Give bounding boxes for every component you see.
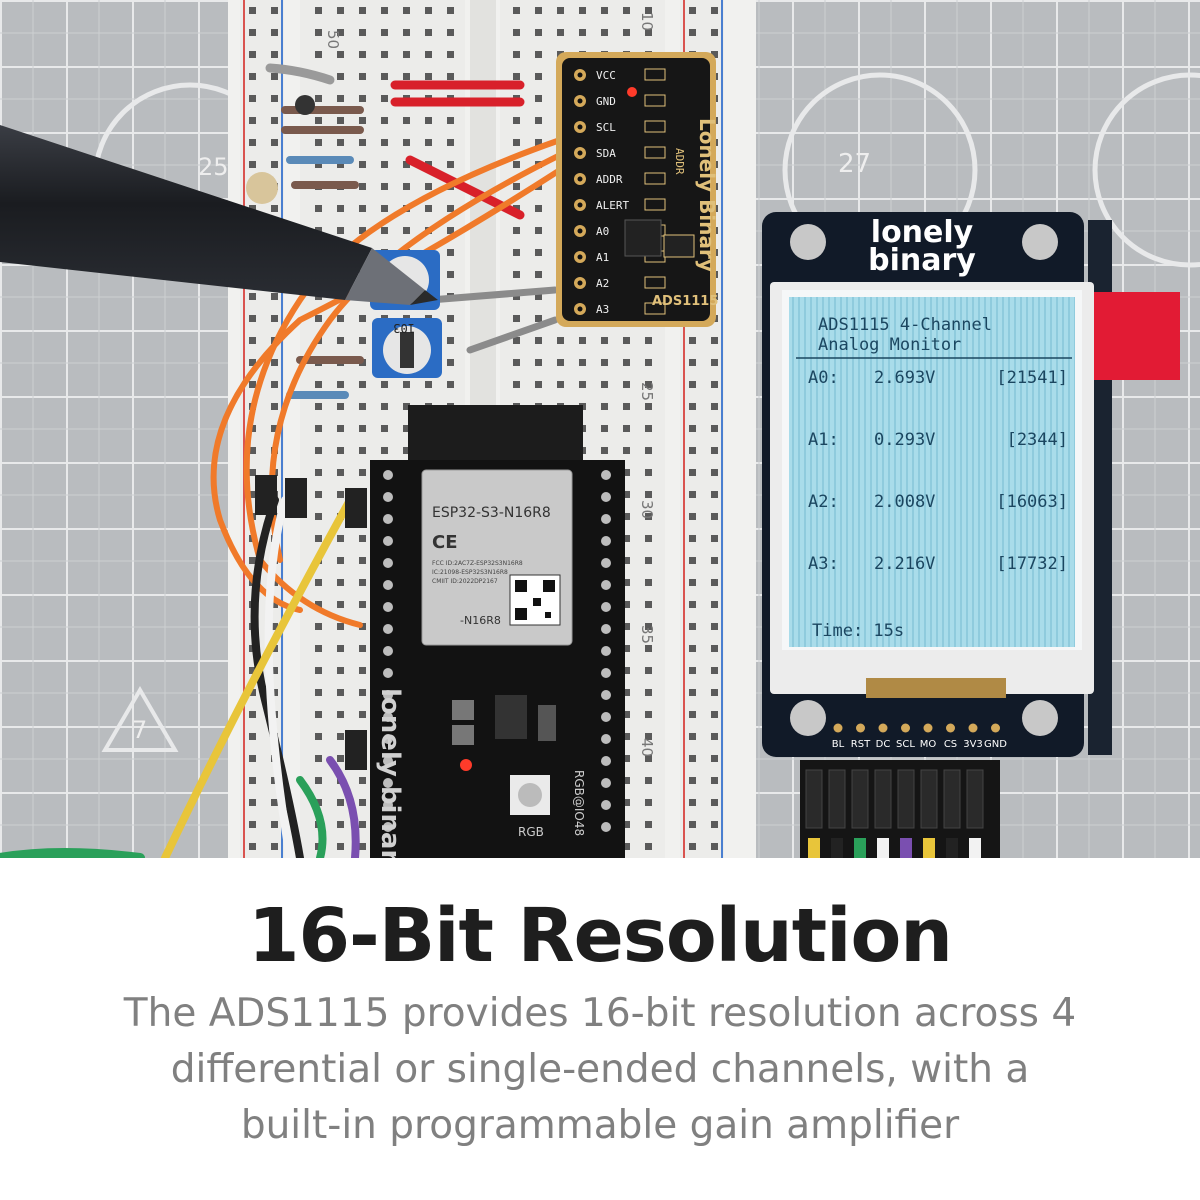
display-pin-label: DC <box>876 739 891 750</box>
breadboard-number: 50 <box>324 30 342 49</box>
display-pin-label: GND <box>984 739 1007 750</box>
module-pin-label: ADDR <box>596 173 623 186</box>
description-line: differential or single-ended channels, w… <box>170 1047 1030 1092</box>
description-line: The ADS1115 provides 16-bit resolution a… <box>123 991 1077 1036</box>
wires <box>0 63 563 858</box>
rgb-label: RGB <box>518 825 544 839</box>
chip-label: ADS1115 <box>652 294 718 309</box>
esp32-brand: lonely binary <box>375 688 405 858</box>
esp32-variant: -N16R8 <box>460 614 501 627</box>
display-header <box>800 760 1000 858</box>
module-pin-label: SDA <box>596 147 616 160</box>
module-pin-label: SCL <box>596 121 616 134</box>
display-pin-label: MO <box>920 739 937 750</box>
breadboard-number: 40 <box>638 738 656 757</box>
power-led <box>627 87 637 97</box>
channel-voltage: 0.293V <box>874 430 935 450</box>
esp32-board: ESP32-S3-N16R8 CE FCC ID:2AC7Z-ESP32S3N1… <box>370 405 625 858</box>
description-line: built-in programmable gain amplifier <box>240 1103 960 1148</box>
pen <box>0 125 438 305</box>
fcc-id: FCC ID:2AC7Z-ESP32S3N16R8 <box>432 560 523 567</box>
module-pin-label: VCC <box>596 69 616 82</box>
display-pin-label: 3V3 <box>963 739 983 750</box>
display-brand: binary <box>868 243 976 278</box>
channel-label: A0: <box>808 368 839 388</box>
lcd-title: ADS1115 4-Channel <box>818 315 992 335</box>
module-pin-label: GND <box>596 95 616 108</box>
module-pin-label: A0 <box>596 225 609 238</box>
display-pin-label: CS <box>944 739 957 750</box>
display-pin-label: RST <box>851 739 871 750</box>
channel-voltage: 2.693V <box>874 368 935 388</box>
cmiit-id: CMIIT ID:2022DP2167 <box>432 578 498 585</box>
led-io-label: RGB@IO48 <box>572 770 586 836</box>
channel-voltage: 2.008V <box>874 492 935 512</box>
module-brand: Lonely Binary <box>695 118 719 272</box>
lcd-readout: ADS1115 4-Channel Analog Monitor A0: 2.69… <box>796 315 1072 641</box>
mat-number: 25 <box>198 153 229 181</box>
product-photo: 25 27 7 50 10 25 30 35 40 <box>0 0 1200 858</box>
channel-raw: [16063] <box>996 492 1068 512</box>
addr-label: ADDR <box>673 148 686 175</box>
ic-id: IC:21098-ESP32S3N16R8 <box>432 569 508 576</box>
breadboard-number: 35 <box>638 625 656 644</box>
breadboard-number: 30 <box>638 500 656 519</box>
breadboard-number: 10 <box>638 12 656 31</box>
channel-label: A2: <box>808 492 839 512</box>
pot-code: 103 <box>393 321 415 335</box>
lcd-screen <box>789 297 1075 647</box>
mat-number: 27 <box>838 149 871 179</box>
headline: 16-Bit Resolution <box>248 893 953 979</box>
breadboard-number: 25 <box>638 382 656 401</box>
ce-mark: CE <box>432 532 458 553</box>
mat-number: 7 <box>132 716 147 744</box>
channel-raw: [21541] <box>996 368 1068 388</box>
module-pin-label: ALERT <box>596 199 629 212</box>
display-pin-label: BL <box>832 739 845 750</box>
module-pin-label: A1 <box>596 251 609 264</box>
module-pin-label: A3 <box>596 303 609 316</box>
caption-panel: 16-Bit Resolution The ADS1115 provides 1… <box>0 858 1200 1200</box>
channel-raw: [2344] <box>1007 430 1068 450</box>
display-brand: lonely <box>871 215 974 250</box>
channel-voltage: 2.216V <box>874 554 935 574</box>
esp32-module-name: ESP32-S3-N16R8 <box>432 505 551 521</box>
description: The ADS1115 provides 16-bit resolution a… <box>60 986 1140 1154</box>
module-pin-label: A2 <box>596 277 609 290</box>
channel-label: A3: <box>808 554 839 574</box>
onboard-led <box>460 759 472 771</box>
channel-label: A1: <box>808 430 839 450</box>
lcd-time: Time: 15s <box>812 621 904 641</box>
channel-raw: [17732] <box>996 554 1068 574</box>
display-pin-label: SCL <box>896 739 915 750</box>
lcd-subtitle: Analog Monitor <box>818 335 961 355</box>
